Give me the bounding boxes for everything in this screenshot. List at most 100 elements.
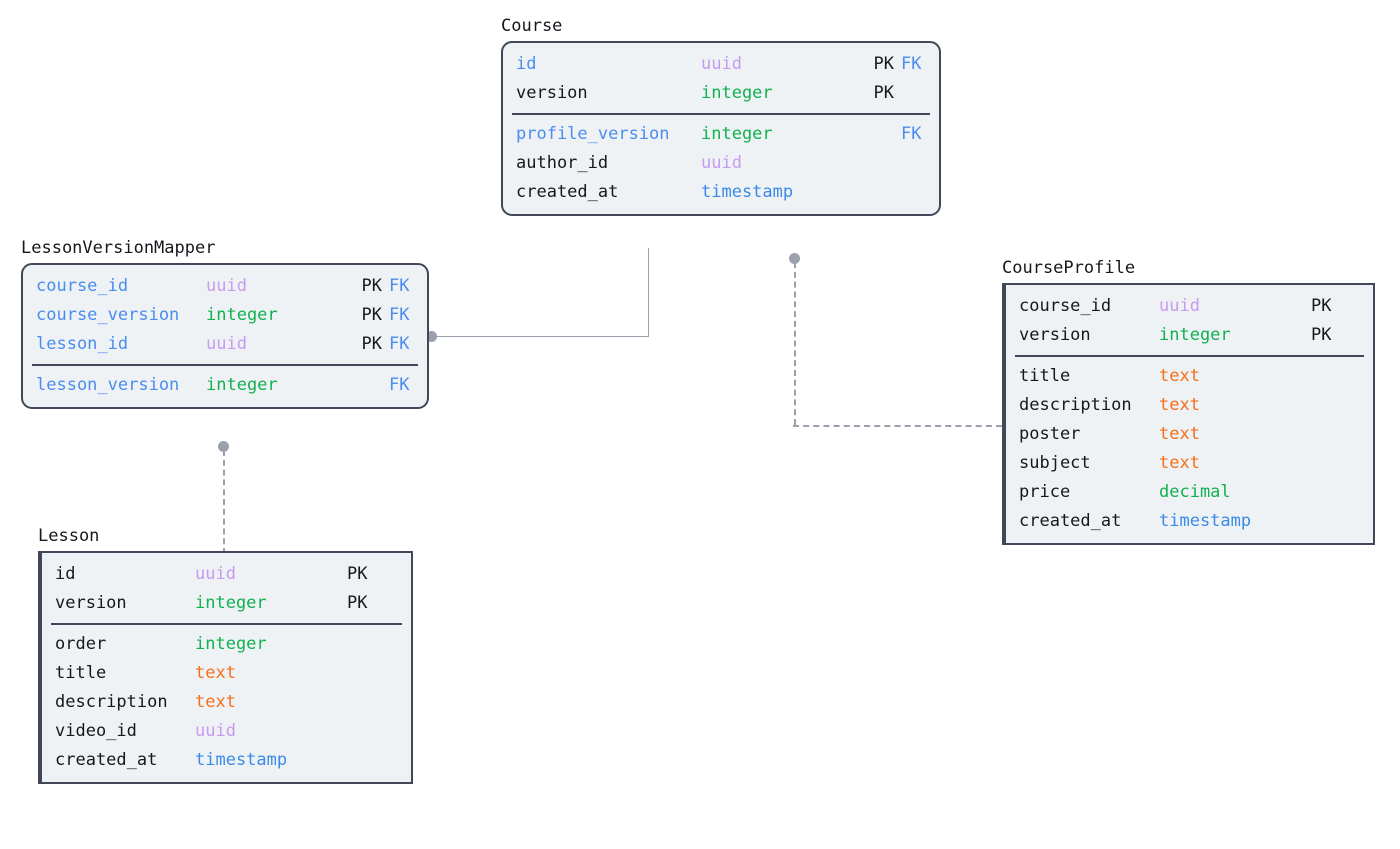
field-type: uuid xyxy=(206,334,247,354)
field-row: created_at timestamp xyxy=(1006,507,1373,536)
entity-lesson[interactable]: Lesson id uuid PK version integer PK ord… xyxy=(38,528,413,784)
field-row: profile_version integer FK xyxy=(503,120,939,149)
field-name: description xyxy=(1019,395,1132,415)
key-pk-badge: PK xyxy=(873,54,894,74)
field-type: decimal xyxy=(1159,482,1231,502)
field-type: timestamp xyxy=(195,750,288,770)
key-pk-badge: PK xyxy=(361,305,382,325)
section-divider xyxy=(32,364,418,366)
field-type: uuid xyxy=(701,54,742,74)
entity-box: id uuid PK version integer PK order inte… xyxy=(38,551,413,784)
field-name: id xyxy=(55,564,76,584)
field-type: integer xyxy=(701,83,773,103)
key-fk-badge: FK xyxy=(389,375,410,395)
field-row: version integer PK xyxy=(1006,321,1373,350)
field-keys: PK FK xyxy=(362,307,413,324)
entity-attribute-fields: order integer title text description tex… xyxy=(42,630,411,775)
field-keys: FK xyxy=(894,126,925,143)
entity-key-fields: course_id uuid PK FK course_version inte… xyxy=(23,272,427,359)
field-type: uuid xyxy=(206,276,247,296)
key-pk-badge: PK xyxy=(347,593,368,613)
entity-lessonversionmapper[interactable]: LessonVersionMapper course_id uuid PK FK… xyxy=(21,240,429,409)
field-name: title xyxy=(1019,366,1071,386)
field-name: version xyxy=(55,593,127,613)
connector-segment xyxy=(793,425,1002,427)
field-row: id uuid PK FK xyxy=(503,50,939,79)
entity-attribute-fields: profile_version integer FK author_id uui… xyxy=(503,120,939,207)
entity-courseprofile[interactable]: CourseProfile course_id uuid PK version … xyxy=(1002,260,1375,545)
entity-course[interactable]: Course id uuid PK FK version integer PK xyxy=(501,18,941,216)
entity-key-fields: course_id uuid PK version integer PK xyxy=(1006,292,1373,350)
entity-box: course_id uuid PK version integer PK tit… xyxy=(1002,283,1375,545)
field-row: author_id uuid xyxy=(503,149,939,178)
key-fk-badge: FK xyxy=(901,54,922,74)
field-row: lesson_version integer FK xyxy=(23,371,427,400)
section-divider xyxy=(512,113,930,115)
entity-attribute-fields: title text description text poster text … xyxy=(1006,362,1373,536)
field-row: version integer PK xyxy=(503,79,939,108)
field-row: course_id uuid PK FK xyxy=(23,272,427,301)
field-name: price xyxy=(1019,482,1071,502)
field-row: created_at timestamp xyxy=(42,746,411,775)
field-row: title text xyxy=(1006,362,1373,391)
field-type: uuid xyxy=(195,564,236,584)
field-type: text xyxy=(1159,453,1200,473)
field-type: integer xyxy=(701,124,773,144)
connector-endpoint-dot xyxy=(218,441,229,452)
field-name: version xyxy=(516,83,588,103)
connector-endpoint-dot xyxy=(789,253,800,264)
field-name: video_id xyxy=(55,721,137,741)
field-keys: PK FK xyxy=(362,336,413,353)
entity-title: Course xyxy=(501,16,563,36)
entity-box: course_id uuid PK FK course_version inte… xyxy=(21,263,429,409)
field-type: uuid xyxy=(701,153,742,173)
field-keys: PK xyxy=(1311,327,1359,344)
field-row: description text xyxy=(42,688,411,717)
field-name: created_at xyxy=(55,750,158,770)
field-row: order integer xyxy=(42,630,411,659)
entity-title: CourseProfile xyxy=(1002,258,1136,278)
field-keys: PK FK xyxy=(874,56,925,73)
key-fk-badge: FK xyxy=(389,334,410,354)
key-pk-badge: PK xyxy=(361,334,382,354)
field-keys: PK xyxy=(347,595,397,612)
entity-key-fields: id uuid PK version integer PK xyxy=(42,560,411,618)
entity-key-fields: id uuid PK FK version integer PK xyxy=(503,50,939,108)
field-type: timestamp xyxy=(1159,511,1252,531)
field-row: description text xyxy=(1006,391,1373,420)
entity-title: Lesson xyxy=(38,526,100,546)
field-row: course_version integer PK FK xyxy=(23,301,427,330)
field-name: description xyxy=(55,692,168,712)
field-row: subject text xyxy=(1006,449,1373,478)
field-type: text xyxy=(1159,366,1200,386)
field-keys: PK FK xyxy=(362,278,413,295)
section-divider xyxy=(51,623,402,625)
field-name: subject xyxy=(1019,453,1091,473)
field-row: id uuid PK xyxy=(42,560,411,589)
field-row: course_id uuid PK xyxy=(1006,292,1373,321)
field-keys: PK xyxy=(1311,298,1359,315)
connector-segment xyxy=(794,262,796,425)
field-type: integer xyxy=(195,634,267,654)
entity-title: LessonVersionMapper xyxy=(21,238,216,258)
field-name: created_at xyxy=(1019,511,1122,531)
field-row: video_id uuid xyxy=(42,717,411,746)
field-name: course_version xyxy=(36,305,180,325)
field-row: price decimal xyxy=(1006,478,1373,507)
key-pk-badge: PK xyxy=(361,276,382,296)
field-row: title text xyxy=(42,659,411,688)
key-pk-badge: PK xyxy=(1311,325,1332,345)
key-fk-badge: FK xyxy=(901,124,922,144)
field-type: integer xyxy=(206,375,278,395)
field-name: id xyxy=(516,54,537,74)
field-row: poster text xyxy=(1006,420,1373,449)
field-type: text xyxy=(1159,424,1200,444)
field-type: uuid xyxy=(195,721,236,741)
field-keys: PK xyxy=(347,566,397,583)
field-name: lesson_id xyxy=(36,334,129,354)
field-row: created_at timestamp xyxy=(503,178,939,207)
field-name: author_id xyxy=(516,153,609,173)
field-name: profile_version xyxy=(516,124,670,144)
field-type: integer xyxy=(206,305,278,325)
field-name: course_id xyxy=(1019,296,1112,316)
